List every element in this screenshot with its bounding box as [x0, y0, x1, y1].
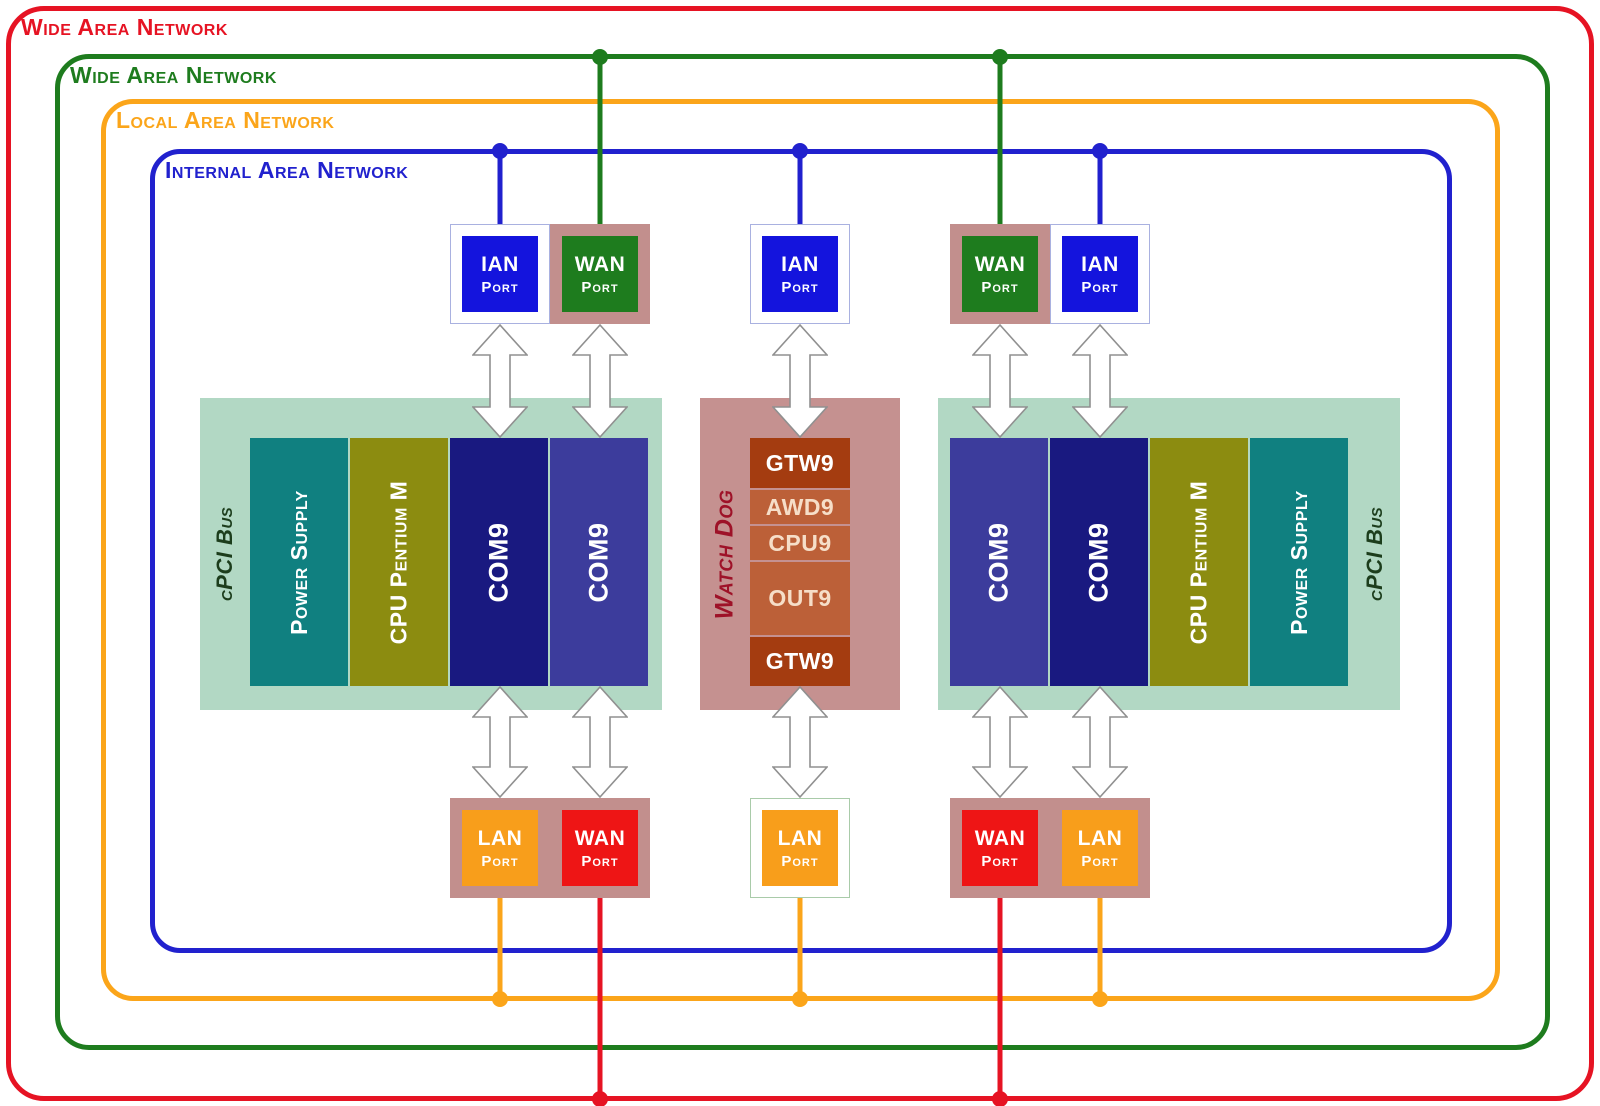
port-label: WAN Port: [962, 810, 1038, 886]
double-arrow-icon: [972, 686, 1028, 798]
port-wan-top-right: WAN Port: [950, 224, 1050, 324]
wan-red-boundary: Wide Area Network: [6, 6, 1594, 1101]
port-label: IAN Port: [462, 236, 538, 312]
double-arrow-icon: [772, 324, 828, 438]
card-cpu9: CPU9: [750, 526, 850, 560]
port-ian-top-right: IAN Port: [1050, 224, 1150, 324]
wan-green-label: Wide Area Network: [70, 62, 277, 88]
double-arrow-icon: [472, 324, 528, 438]
double-arrow-icon: [772, 686, 828, 798]
cpci-bus-left-label: cPCI Bus: [212, 506, 237, 602]
card-power-supply-left: Power Supply: [250, 438, 348, 686]
wan-red-label: Wide Area Network: [21, 14, 228, 40]
double-arrow-icon: [572, 324, 628, 438]
port-label: WAN Port: [562, 236, 638, 312]
cpci-bus-right-label: cPCI Bus: [1362, 506, 1387, 602]
card-gtw9-top: GTW9: [750, 438, 850, 488]
lan-label: Local Area Network: [116, 107, 335, 133]
ian-label: Internal Area Network: [165, 157, 409, 183]
card-com9-right-1: COM9: [950, 438, 1048, 686]
port-ian-top-center: IAN Port: [750, 224, 850, 324]
card-com9-left-2: COM9: [550, 438, 648, 686]
card-awd9: AWD9: [750, 490, 850, 524]
port-label: WAN Port: [562, 810, 638, 886]
port-label: WAN Port: [962, 236, 1038, 312]
wan-green-boundary: Wide Area Network: [55, 54, 1550, 1050]
card-cpu-pentium-left: CPU Pentium M: [350, 438, 448, 686]
port-ian-top-left: IAN Port: [450, 224, 550, 324]
card-out9: OUT9: [750, 562, 850, 635]
double-arrow-icon: [1072, 324, 1128, 438]
port-wan-bottom-left: WAN Port: [550, 798, 650, 898]
card-com9-right-2: COM9: [1050, 438, 1148, 686]
card-power-supply-right: Power Supply: [1250, 438, 1348, 686]
port-wan-bottom-right: WAN Port: [950, 798, 1050, 898]
double-arrow-icon: [472, 686, 528, 798]
port-label: LAN Port: [762, 810, 838, 886]
port-label: LAN Port: [462, 810, 538, 886]
port-label: IAN Port: [762, 236, 838, 312]
double-arrow-icon: [972, 324, 1028, 438]
port-label: IAN Port: [1062, 236, 1138, 312]
card-com9-left-1: COM9: [450, 438, 548, 686]
card-gtw9-bottom: GTW9: [750, 637, 850, 686]
watchdog-label: Watch Dog: [710, 489, 739, 619]
card-cpu-pentium-right: CPU Pentium M: [1150, 438, 1248, 686]
port-lan-bottom-left: LAN Port: [450, 798, 550, 898]
port-wan-top-left: WAN Port: [550, 224, 650, 324]
double-arrow-icon: [572, 686, 628, 798]
port-lan-bottom-right: LAN Port: [1050, 798, 1150, 898]
double-arrow-icon: [1072, 686, 1128, 798]
port-label: LAN Port: [1062, 810, 1138, 886]
port-lan-bottom-center: LAN Port: [750, 798, 850, 898]
